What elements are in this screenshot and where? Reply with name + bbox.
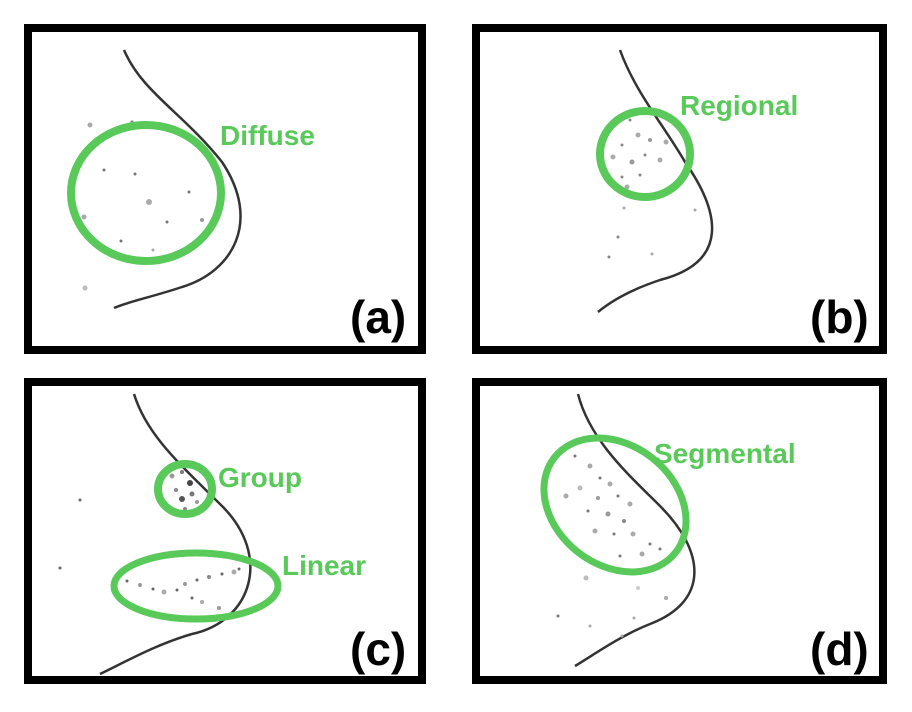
pattern-label-linear: Linear: [282, 550, 367, 581]
panel-label-b: (b): [810, 291, 869, 343]
panel-label-a: (a): [350, 291, 407, 343]
diffuse-region-ellipse: [67, 121, 225, 265]
pattern-label-segmental: Segmental: [654, 438, 796, 469]
panel-label-d: (d): [810, 623, 869, 675]
pattern-label-diffuse: Diffuse: [220, 120, 315, 151]
panel-d: Segmental (d): [472, 378, 887, 684]
panel-c-drawing: [58, 393, 282, 676]
calcification-dots: [81, 120, 204, 291]
panel-b-drawing: [596, 49, 714, 313]
group-region-ellipse: [154, 460, 216, 518]
breast-outline-curve: [99, 393, 252, 676]
panel-label-c: (c): [350, 623, 407, 675]
breast-outline-curve: [113, 49, 242, 310]
calcification-dots-group: [169, 470, 199, 511]
calcification-dots: [556, 454, 668, 638]
calcification-dots-linear: [58, 498, 241, 610]
pattern-label-regional: Regional: [680, 90, 799, 121]
segmental-region-ellipse: [540, 434, 690, 576]
linear-region-ellipse: [110, 549, 282, 623]
regional-region-ellipse: [596, 107, 694, 201]
panel-d-drawing: [540, 393, 696, 668]
panel-a-drawing: [67, 49, 242, 310]
panel-b: Regional (b): [472, 24, 887, 354]
breast-outline-curve: [574, 393, 696, 668]
panel-c: Group Linear (c): [24, 378, 426, 684]
breast-outline-curve: [597, 49, 714, 313]
panel-a: Diffuse (a): [24, 24, 426, 354]
pattern-label-group: Group: [218, 462, 302, 493]
